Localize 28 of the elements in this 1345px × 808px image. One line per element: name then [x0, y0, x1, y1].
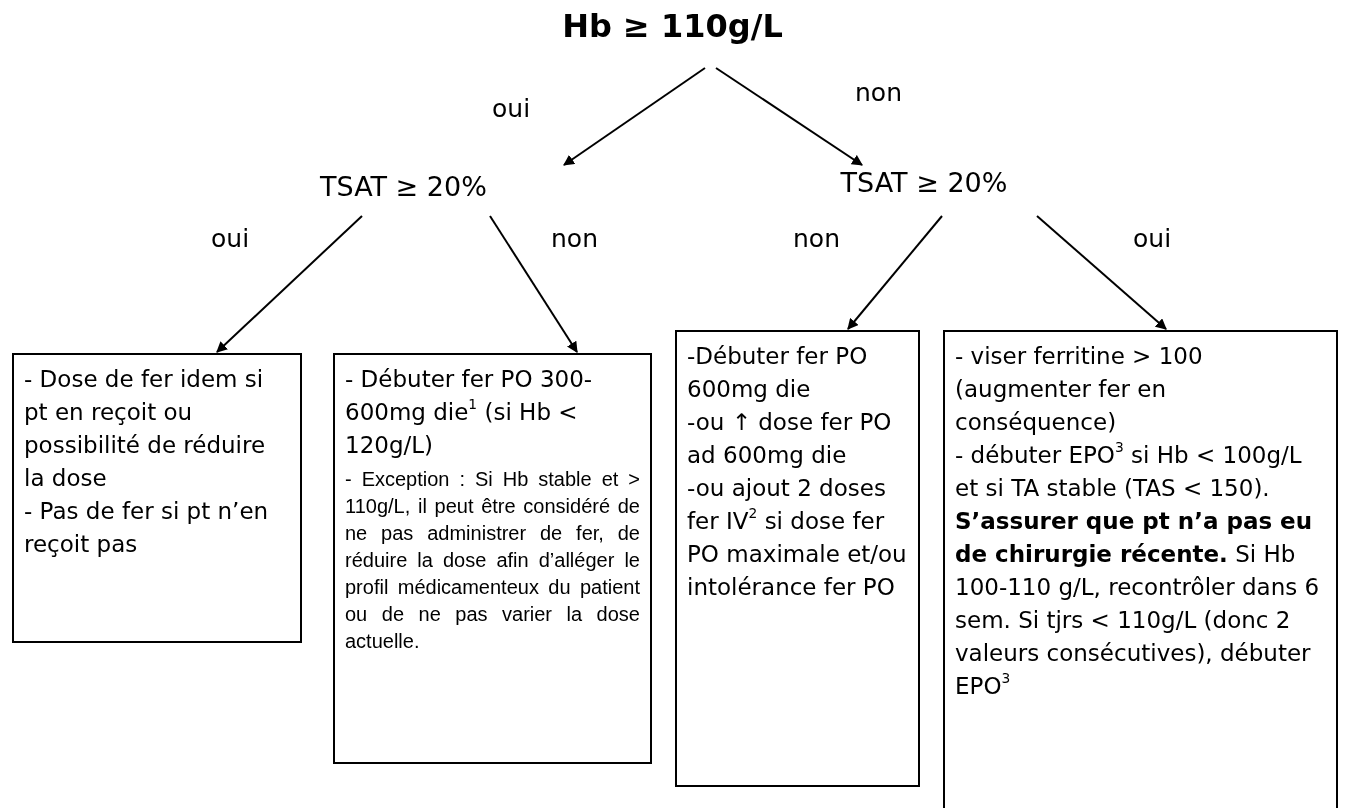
arrow: [563, 67, 706, 166]
arrow: [715, 67, 863, 166]
edge-label: oui: [492, 94, 531, 123]
edge-label: oui: [211, 224, 250, 253]
action-box: [333, 353, 652, 764]
instruction-text: - Débuter fer PO 300-600mg die$^{1}$ (si Hb < 120g/L): [345, 365, 594, 460]
edge-label: non: [551, 224, 598, 253]
instruction-text: - Dose de fer idem si pt en reçoit ou possibilité de réduire la dose: [24, 365, 267, 493]
action-box: [943, 330, 1338, 808]
condition-text: Hb ≥ 110g/L: [561, 10, 784, 43]
condition-text: TSAT ≥ 20%: [839, 166, 1009, 199]
edge-label: oui: [1133, 224, 1172, 253]
arrow: [216, 215, 363, 353]
edge-label: non: [793, 224, 840, 253]
arrow: [1036, 215, 1167, 330]
condition-text: TSAT ≥ 20%: [319, 170, 488, 203]
action-box: [675, 330, 920, 787]
instruction-text: - débuter EPO$^{3}$ si Hb < 100g/L et si TA stable (TAS < 150). S’assurer que pt n’a pas eu de chirurgie récente. Si Hb 100-110 g/L, recontrôler dans 6 sem. Si tjrs < 110g/L (donc 2 valeurs consécutives), débuter EPO$^{3}$: [955, 439, 1321, 701]
instruction-text: - Pas de fer si pt n’en reçoit pas: [24, 497, 270, 559]
instruction-text: -ou ↑ dose fer PO ad 600mg die: [687, 408, 893, 470]
instruction-text: - Exception : Si Hb stable et > 110g/L, il peut être considéré de ne pas administrer de fer, de réduire la dose afin d’alléger le profil médicamenteux du patient ou de ne pas varier la dose actuelle.: [345, 467, 640, 654]
instruction-text: -ou ajout 2 doses fer IV$^{2}$ si dose fer PO maximale et/ou intolérance fer PO: [687, 474, 908, 602]
action-box: [12, 353, 302, 643]
arrow: [847, 215, 943, 330]
arrow: [489, 215, 578, 353]
instruction-text: - viser ferritine > 100 (augmenter fer en conséquence): [955, 342, 1204, 437]
edge-label: non: [855, 78, 902, 107]
instruction-text: -Débuter fer PO 600mg die: [687, 342, 869, 404]
